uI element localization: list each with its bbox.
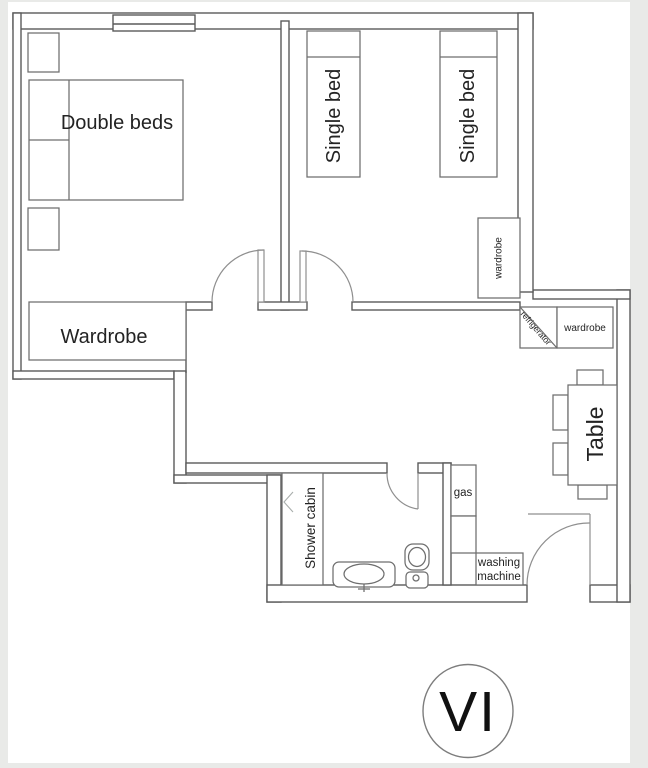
wall-right [616, 289, 631, 603]
double-beds-label: Double beds [61, 112, 173, 134]
shower-cabin: Shower cabin [281, 472, 324, 586]
walls [12, 12, 631, 603]
counter-box [450, 515, 477, 554]
table-label: Table [582, 407, 608, 462]
badge-circle [422, 663, 514, 759]
plan-number-badge: VI [422, 663, 514, 759]
wall-step-southwest [173, 474, 282, 484]
wall-bathroom-north-a [185, 462, 388, 474]
single-bed-left-label: Single bed [323, 69, 345, 164]
doors [211, 249, 591, 586]
gas-label: gas [454, 487, 473, 499]
shower-cabin-box [281, 472, 324, 586]
wall-step-left [12, 370, 175, 380]
door-arc [301, 250, 354, 303]
shower-head-mark [283, 491, 294, 513]
window-frame [112, 14, 196, 32]
bedroom-wardrobe-label: wardrobe [494, 237, 505, 280]
wall-bedroom-right [517, 12, 534, 293]
dining-wardrobe-box [556, 306, 614, 349]
sink-counter [332, 561, 396, 588]
wall-bedroom-divider [280, 20, 290, 311]
wall-bedroom-south-c [351, 301, 521, 311]
shower-cabin-label: Shower cabin [303, 487, 318, 569]
washing-machine-label-line1: washing [477, 557, 520, 569]
chair-left-1 [552, 394, 569, 431]
double-bed [28, 79, 184, 201]
door-arc [526, 522, 591, 586]
wall-bathroom-west [266, 474, 282, 603]
bedroom-wardrobe-box [477, 217, 521, 299]
wall-top [12, 12, 534, 30]
dining-table-group: Table [552, 369, 618, 500]
hall-nook: Wardrobe [28, 301, 187, 361]
refrigerator-diagonal [519, 306, 558, 349]
toilet-tank [405, 571, 429, 589]
door-entry [526, 513, 591, 586]
washing-machine-label-line2: machine [477, 571, 520, 583]
wall-bedroom-south-a [185, 301, 213, 311]
door-bathroom [386, 472, 419, 510]
single-bed-outline [439, 30, 498, 178]
wall-bottom-west [266, 584, 528, 603]
single-bed-outline [306, 30, 361, 178]
door-twin-bedroom [299, 250, 354, 303]
twin-bedroom: Single bed Single bed wardrobe [306, 30, 521, 299]
wall-step-topright [532, 289, 631, 300]
bathroom: Shower cabin [281, 472, 430, 592]
wall-left [12, 12, 22, 380]
refrigerator: refrigerator [519, 306, 558, 349]
single-bed-right-label: Single bed [457, 69, 479, 164]
single-bed-left: Single bed [306, 30, 361, 178]
door-master-bedroom [211, 249, 265, 303]
dining-wardrobe-label: wardrobe [563, 323, 606, 334]
window [112, 14, 196, 32]
dining-table [567, 384, 618, 486]
toilet-flush-button [412, 574, 420, 582]
dining-wardrobe: wardrobe [556, 306, 614, 349]
wall-hall-west [173, 370, 187, 484]
master-bedroom: Double beds [27, 32, 184, 251]
door-leaf [257, 249, 265, 303]
single-bed-right: Single bed [439, 30, 498, 178]
toilet-seat [407, 546, 427, 568]
chair-top [576, 369, 604, 386]
gas-box [450, 464, 477, 517]
bedroom-wardrobe: wardrobe [477, 217, 521, 299]
door-arc [386, 472, 419, 510]
door-leaf [299, 250, 307, 303]
sink [332, 561, 396, 592]
wall-bedroom-south-b [257, 301, 308, 311]
gas-stove: gas [450, 464, 477, 517]
main-wardrobe [28, 301, 187, 361]
toilet [404, 543, 430, 589]
door-arc [211, 249, 265, 303]
nightstand-top [27, 32, 60, 73]
main-wardrobe-label: Wardrobe [60, 326, 147, 348]
chair-left-2 [552, 442, 569, 476]
nightstand-bottom [27, 207, 60, 251]
plan-number: VI [439, 680, 497, 744]
washing-machine: washing machine [475, 552, 524, 586]
wall-bathroom-east [442, 462, 452, 586]
chair-bottom [577, 484, 608, 500]
washing-machine-box [475, 552, 524, 586]
kitchen-dining: refrigerator wardrobe Table gas washing … [450, 306, 618, 586]
